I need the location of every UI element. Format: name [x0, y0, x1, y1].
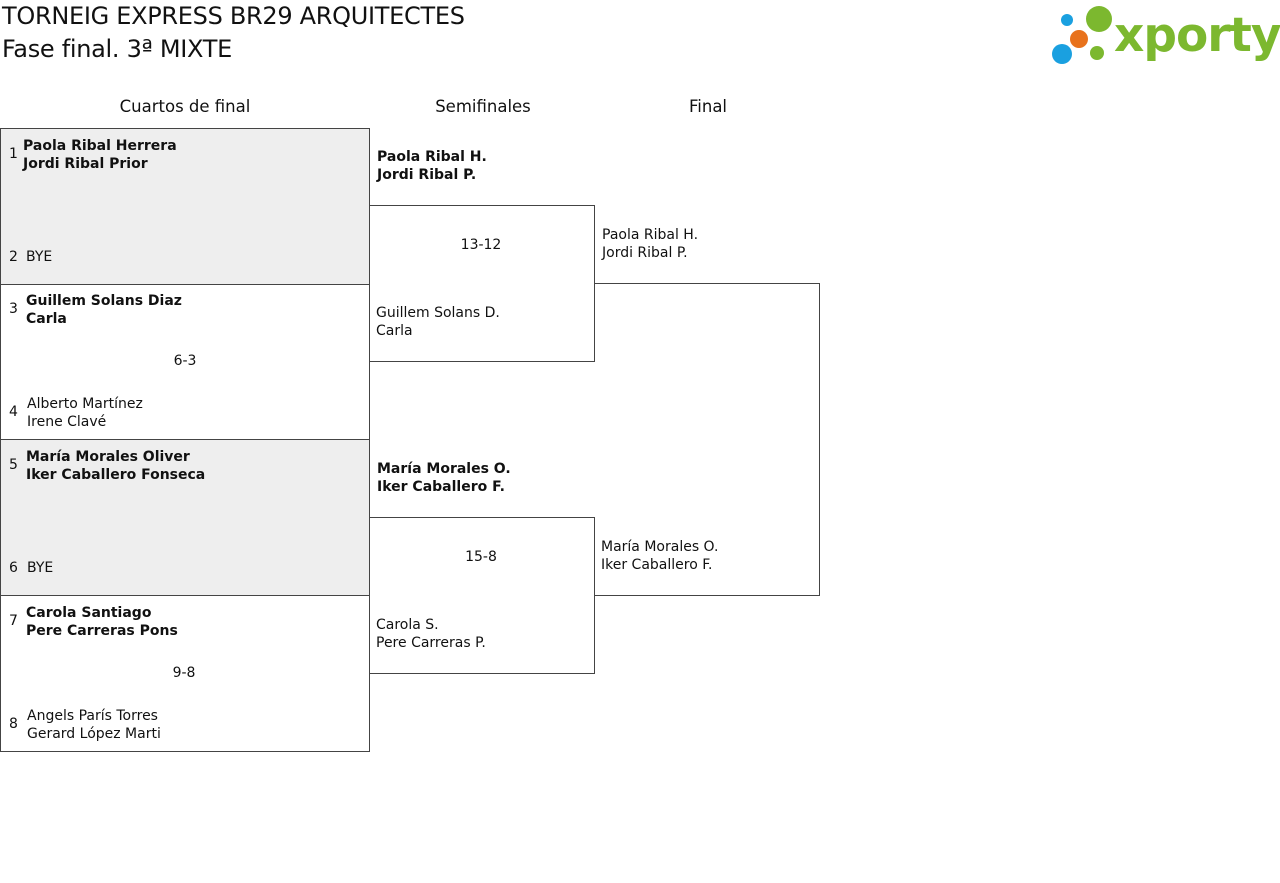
semifinal-2-team-top[interactable]: María Morales O. Iker Caballero F.: [377, 460, 511, 496]
player-name: BYE: [26, 249, 53, 265]
seed-number: 2: [9, 249, 18, 265]
team-bottom[interactable]: Alberto Martínez Irene Clavé: [27, 395, 143, 431]
player-name: Iker Caballero Fonseca: [26, 467, 206, 483]
player-name: Gerard López Marti: [27, 726, 161, 742]
player-name: Alberto Martínez: [27, 396, 143, 412]
quarterfinal-match-1[interactable]: 1 Paola Ribal Herrera Jordi Ribal Prior …: [0, 128, 370, 285]
logo-dot-green: [1086, 6, 1112, 32]
logo-dot-green-small: [1090, 46, 1104, 60]
logo-dot-blue-small: [1061, 14, 1073, 26]
player-name: Carola S.: [376, 617, 439, 633]
seed-number: 8: [9, 716, 18, 732]
team-bottom[interactable]: BYE: [27, 559, 53, 577]
round-header-final: Final: [688, 97, 728, 116]
player-name: Paola Ribal Herrera: [23, 138, 177, 154]
final-team-bottom[interactable]: María Morales O. Iker Caballero F.: [601, 538, 718, 574]
team-top[interactable]: Guillem Solans Diaz Carla: [26, 292, 182, 328]
player-name: Angels París Torres: [27, 708, 158, 724]
player-name: Jordi Ribal P.: [377, 167, 477, 183]
team-bottom[interactable]: Angels París Torres Gerard López Marti: [27, 707, 161, 743]
player-name: Carla: [26, 311, 67, 327]
tournament-title: TORNEIG EXPRESS BR29 ARQUITECTES: [2, 2, 465, 30]
round-header-semis: Semifinales: [435, 97, 531, 116]
round-header-quarters: Cuartos de final: [119, 97, 251, 116]
seed-number: 5: [9, 457, 18, 473]
team-top[interactable]: Paola Ribal Herrera Jordi Ribal Prior: [23, 137, 177, 173]
player-name: María Morales Oliver: [26, 449, 190, 465]
player-name: Paola Ribal H.: [602, 227, 699, 243]
match-score: 9-8: [172, 665, 196, 681]
player-name: María Morales O.: [377, 461, 511, 477]
player-name: BYE: [27, 560, 54, 576]
player-name: Pere Carreras P.: [376, 635, 486, 651]
player-name: Carola Santiago: [26, 605, 152, 621]
player-name: Guillem Solans Diaz: [26, 293, 182, 309]
logo-dot-blue: [1052, 44, 1072, 64]
player-name: Iker Caballero F.: [601, 557, 713, 573]
match-score: 15-8: [465, 549, 497, 565]
match-score: 6-3: [173, 353, 197, 369]
phase-subtitle: Fase final. 3ª MIXTE: [2, 35, 233, 63]
quarterfinal-match-4[interactable]: 7 Carola Santiago Pere Carreras Pons 9-8…: [0, 596, 370, 752]
semifinal-2-team-bottom[interactable]: Carola S. Pere Carreras P.: [376, 616, 486, 652]
team-top[interactable]: Carola Santiago Pere Carreras Pons: [26, 604, 178, 640]
seed-number: 3: [9, 301, 18, 317]
seed-number: 6: [9, 560, 18, 576]
quarterfinal-match-3[interactable]: 5 María Morales Oliver Iker Caballero Fo…: [0, 440, 370, 596]
player-name: Guillem Solans D.: [376, 305, 500, 321]
seed-number: 1: [9, 146, 18, 162]
player-name: Pere Carreras Pons: [26, 623, 178, 639]
logo-dot-orange: [1070, 30, 1088, 48]
semifinal-1-team-bottom[interactable]: Guillem Solans D. Carla: [376, 304, 500, 340]
player-name: Irene Clavé: [27, 414, 107, 430]
player-name: Jordi Ribal P.: [602, 245, 688, 261]
player-name: Iker Caballero F.: [377, 479, 505, 495]
semifinal-match-2[interactable]: 15-8 Carola S. Pere Carreras P.: [369, 517, 595, 674]
team-bottom[interactable]: BYE: [26, 248, 52, 266]
semifinal-1-team-top[interactable]: Paola Ribal H. Jordi Ribal P.: [377, 148, 487, 184]
quarterfinal-match-2[interactable]: 3 Guillem Solans Diaz Carla 6-3 4 Albert…: [0, 284, 370, 440]
match-score: 13-12: [460, 237, 502, 253]
team-top[interactable]: María Morales Oliver Iker Caballero Fons…: [26, 448, 205, 484]
player-name: Jordi Ribal Prior: [23, 156, 148, 172]
semifinal-match-1[interactable]: 13-12 Guillem Solans D. Carla: [369, 205, 595, 362]
player-name: Paola Ribal H.: [377, 149, 487, 165]
seed-number: 4: [9, 404, 18, 420]
logo-wordmark: xporty: [1114, 8, 1280, 63]
seed-number: 7: [9, 613, 18, 629]
player-name: Carla: [376, 323, 413, 339]
xporty-logo[interactable]: xporty: [1050, 4, 1280, 68]
final-match[interactable]: María Morales O. Iker Caballero F.: [594, 283, 820, 596]
player-name: María Morales O.: [601, 539, 719, 555]
final-team-top[interactable]: Paola Ribal H. Jordi Ribal P.: [602, 226, 698, 262]
